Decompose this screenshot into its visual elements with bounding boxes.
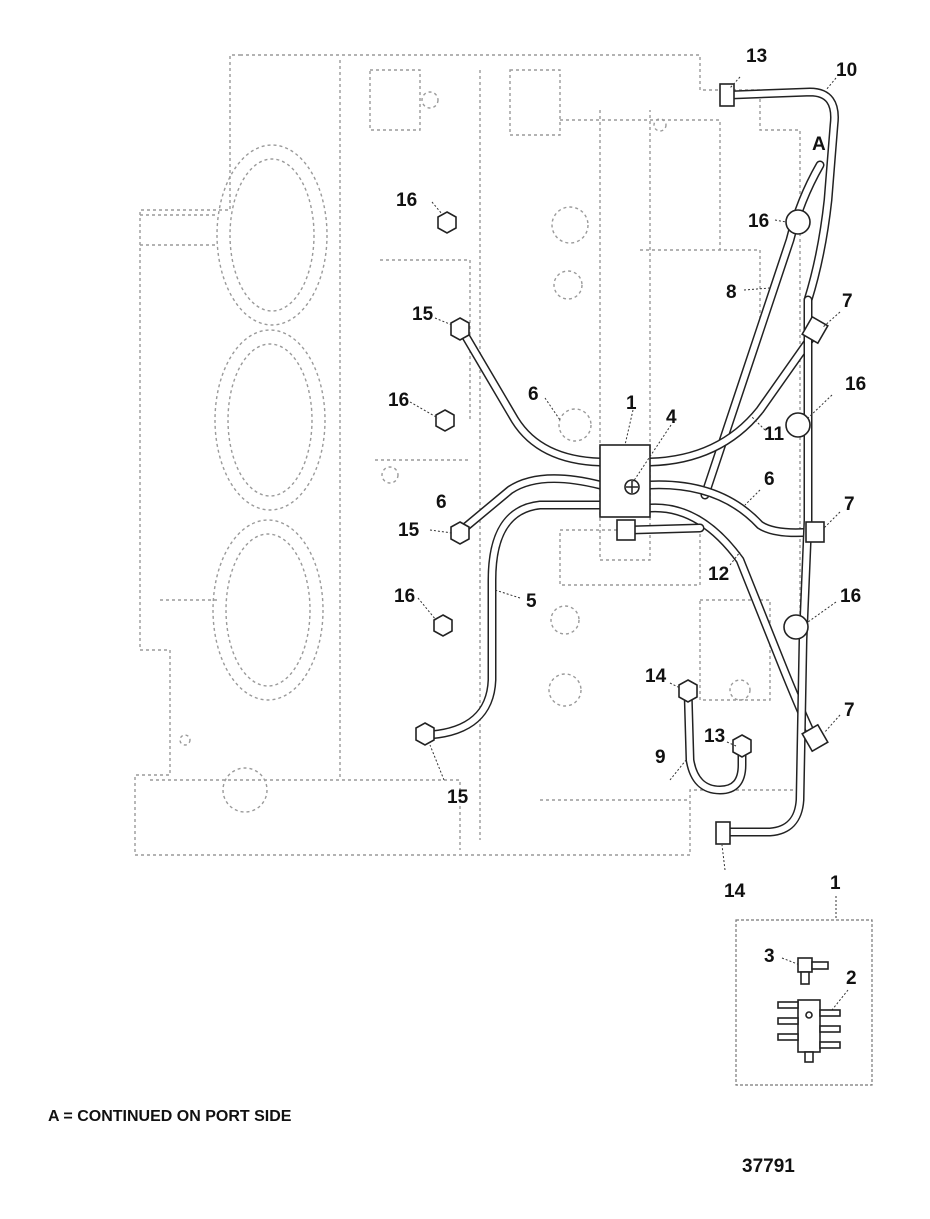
- fitting-7-middle: [805, 521, 825, 543]
- detail-port-l3: [777, 1033, 799, 1041]
- callout-6-left: 6: [436, 492, 447, 513]
- callout-5: 5: [526, 591, 537, 612]
- callout-2: 2: [846, 968, 857, 989]
- callout-6-upper: 6: [528, 384, 539, 405]
- detail-elbow-fitting: [797, 957, 813, 973]
- nut-16-c: [433, 614, 453, 637]
- callout-7-middle: 7: [844, 494, 855, 515]
- callout-1: 1: [626, 393, 637, 414]
- callout-13-lower: 13: [704, 726, 725, 747]
- plug-16-f: [783, 614, 809, 640]
- callout-labels: 13 10 A 16 16 8 7 15 16 16 6 1 4 11 6 6 …: [388, 46, 866, 902]
- fitting-7-lower: [801, 723, 829, 753]
- leader-lines: [409, 76, 841, 871]
- plug-16-e: [785, 412, 811, 438]
- callout-16-e: 16: [394, 586, 415, 607]
- engine-block-outline: [134, 54, 801, 856]
- callout-1-detail: 1: [830, 873, 841, 894]
- detail-inset: 1 3 2: [735, 873, 873, 1086]
- detail-port-bottom: [804, 1051, 814, 1063]
- detail-port-l2: [777, 1017, 799, 1025]
- callout-15-lower: 15: [447, 787, 469, 808]
- callout-3: 3: [764, 946, 775, 967]
- fitting-13-top: [719, 83, 735, 107]
- callout-9: 9: [655, 747, 666, 768]
- callout-14-lower: 14: [724, 881, 746, 902]
- callout-16-b: 16: [748, 211, 769, 232]
- fittings: [415, 83, 829, 845]
- detail-port-l1: [777, 1001, 799, 1009]
- detail-frame: [735, 919, 873, 1086]
- callout-6-right: 6: [764, 469, 775, 490]
- fitting-14-bottom: [715, 821, 731, 845]
- detail-elbow-nozzle: [811, 961, 829, 970]
- nut-16-a: [437, 211, 457, 234]
- callout-13-top: 13: [746, 46, 767, 67]
- elbow-fitting: [616, 519, 636, 541]
- callout-10: 10: [836, 60, 857, 81]
- callout-7-lower: 7: [844, 700, 855, 721]
- callout-15-middle: 15: [398, 520, 420, 541]
- fitting-7-upper: [801, 315, 829, 345]
- fitting-15-upper: [450, 317, 470, 341]
- detail-manifold-block: [797, 999, 821, 1053]
- callout-7-upper: 7: [842, 291, 853, 312]
- callout-16-a: 16: [396, 190, 417, 211]
- callout-12: 12: [708, 564, 729, 585]
- callout-16-c: 16: [845, 374, 866, 395]
- detail-port-r1: [819, 1009, 841, 1017]
- nut-16-b: [435, 409, 455, 432]
- callout-16-d: 16: [388, 390, 409, 411]
- fitting-14-upper: [678, 679, 698, 703]
- fitting-15-lower: [415, 722, 435, 746]
- fitting-15-middle: [450, 521, 470, 545]
- detail-port-r3: [819, 1041, 841, 1049]
- callout-16-f: 16: [840, 586, 861, 607]
- callout-8: 8: [726, 282, 737, 303]
- callout-15-upper: 15: [412, 304, 434, 325]
- detail-port-r2: [819, 1025, 841, 1033]
- detail-elbow-stem: [800, 971, 810, 985]
- hoses: [425, 87, 839, 837]
- callout-a: A: [812, 134, 826, 155]
- fitting-13-lower: [732, 734, 752, 758]
- callout-14-upper: 14: [645, 666, 667, 687]
- manifold-block: [599, 444, 651, 518]
- figure-number: 37791: [742, 1156, 795, 1177]
- callout-4: 4: [666, 407, 677, 428]
- callout-11: 11: [764, 424, 785, 445]
- plug-16-d: [785, 209, 811, 235]
- detail-manifold-hole: [805, 1011, 813, 1019]
- footnote: A = CONTINUED ON PORT SIDE: [48, 1108, 292, 1125]
